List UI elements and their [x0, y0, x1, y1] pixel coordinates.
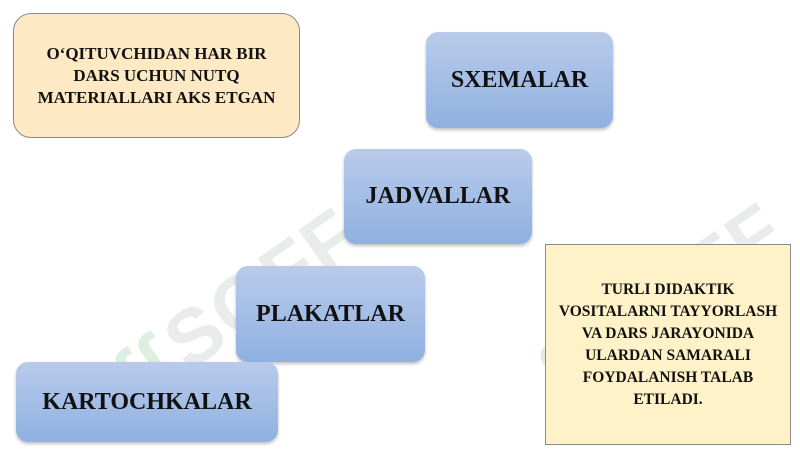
- step-label: JADVALLAR: [365, 183, 511, 209]
- step-label: PLAKATLAR: [256, 300, 405, 327]
- step-label: SXEMALAR: [450, 66, 589, 93]
- teacher-note-text: O‘QITUVCHIDAN HAR BIR DARS UCHUN NUTQ MA…: [37, 43, 276, 107]
- didactic-tools-requirement-note: TURLI DIDAKTIK VOSITALARNI TAYYORLASH VA…: [545, 244, 791, 445]
- step-label: KARTOCHKALAR: [42, 388, 252, 415]
- step-sxemalar: SXEMALAR: [426, 32, 613, 128]
- step-plakatlar: PLAKATLAR: [236, 266, 425, 362]
- teacher-speech-materials-note: O‘QITUVCHIDAN HAR BIR DARS UCHUN NUTQ MA…: [13, 13, 300, 138]
- step-jadvallar: JADVALLAR: [344, 149, 532, 244]
- requirement-note-text: TURLI DIDAKTIK VOSITALARNI TAYYORLASH VA…: [558, 280, 778, 408]
- step-kartochkalar: KARTOCHKALAR: [16, 362, 278, 442]
